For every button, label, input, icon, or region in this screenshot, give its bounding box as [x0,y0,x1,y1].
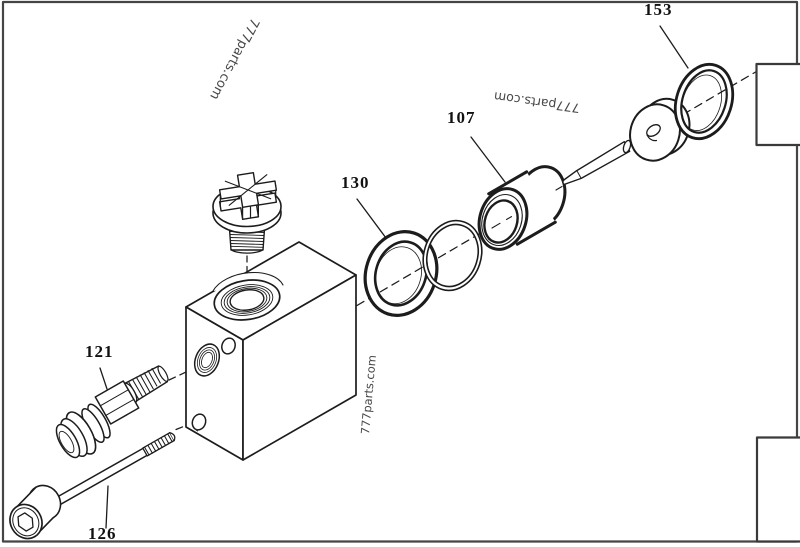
leader-107 [470,136,506,183]
part-label-153: 153 [644,0,673,19]
part-label-126: 126 [88,524,117,543]
part-label-107: 107 [447,108,476,127]
leader-lines [99,25,689,529]
valve-block [185,241,357,461]
pin [562,139,632,186]
leader-130 [356,198,387,239]
part-label-130: 130 [341,173,370,192]
fitting-121 [55,365,169,459]
top-plug [212,170,282,254]
leader-121 [99,367,108,390]
connector-box-top [755,62,800,147]
connector-box-bottom [755,436,800,543]
leader-153 [659,25,689,69]
leader-126 [105,485,109,529]
sleeve-107 [477,165,572,251]
backup-ring [422,219,483,292]
cap-screw-126 [9,432,176,540]
o-ring-153 [673,62,735,141]
part-label-121: 121 [85,342,114,361]
